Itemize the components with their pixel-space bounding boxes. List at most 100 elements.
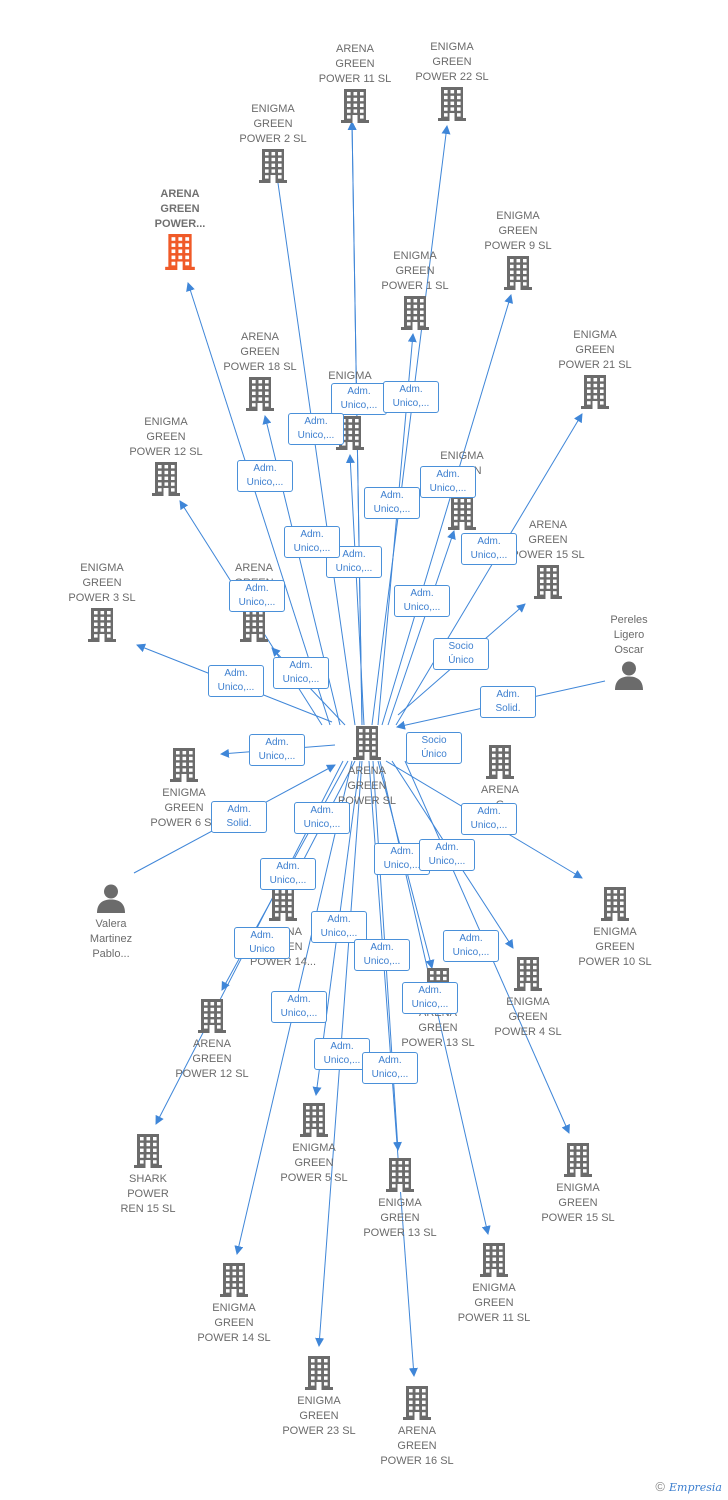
- edge-center-eg22: [371, 125, 451, 726]
- edge-label[interactable]: Adm. Unico,...: [249, 734, 305, 766]
- edge-label[interactable]: Adm. Unico,...: [260, 858, 316, 890]
- node-eg3[interactable]: ENIGMA GREEN POWER 3 SL: [47, 561, 157, 642]
- node-label[interactable]: ENIGMA GREEN POWER 1 SL: [381, 250, 449, 292]
- node-eg1[interactable]: ENIGMA GREEN POWER 1 SL: [360, 249, 470, 330]
- building-icon: [480, 1243, 508, 1277]
- node-center[interactable]: ARENA GREEN POWER SL: [312, 726, 422, 809]
- edge-label[interactable]: Adm. Unico,...: [402, 982, 458, 1014]
- node-label[interactable]: ENIGMA GREEN POWER 9 SL: [484, 210, 552, 252]
- node-label[interactable]: ENIGMA GREEN POWER 11 SL: [457, 1282, 531, 1324]
- node-label[interactable]: ARENA GREEN POWER 12 SL: [175, 1038, 249, 1080]
- building-icon: [534, 565, 562, 599]
- edge-label[interactable]: Adm. Unico,...: [394, 585, 450, 617]
- node-eg6[interactable]: ENIGMA GREEN POWER 6 SL: [129, 748, 239, 831]
- edge-center-eg9: [381, 294, 514, 726]
- edge-label[interactable]: Adm. Unico,...: [208, 665, 264, 697]
- building-icon: [300, 1103, 328, 1137]
- node-label[interactable]: ARENA GREEN POWER 11 SL: [318, 43, 392, 85]
- node-eg11[interactable]: ENIGMA GREEN POWER 11 SL: [439, 1243, 549, 1326]
- node-ag15[interactable]: ARENA GREEN POWER 15 SL: [493, 518, 603, 599]
- node-eg5[interactable]: ENIGMA GREEN POWER 5 SL: [259, 1103, 369, 1186]
- building-icon: [240, 608, 268, 642]
- building-icon: [504, 256, 532, 290]
- edge-center-focus: [186, 282, 331, 726]
- node-eg23[interactable]: ENIGMA GREEN POWER 23 SL: [264, 1356, 374, 1439]
- node-label[interactable]: ENIGMA GREEN POWER 13 SL: [363, 1197, 437, 1239]
- node-ag11[interactable]: ARENA GREEN POWER 11 SL: [300, 42, 410, 123]
- building-highlight-icon: [165, 234, 195, 270]
- brand-logo[interactable]: Empresia: [669, 1481, 722, 1494]
- node-pereles[interactable]: Pereles Ligero Oscar: [574, 613, 684, 690]
- node-focus[interactable]: ARENA GREEN POWER...: [125, 187, 235, 270]
- node-label[interactable]: ARENA GREEN POWER 15 SL: [511, 519, 585, 561]
- edge-label[interactable]: Socio Único: [433, 638, 489, 670]
- edge-label[interactable]: Adm. Unico,...: [271, 991, 327, 1023]
- edge-label[interactable]: Adm. Solid.: [480, 686, 536, 718]
- node-label[interactable]: ENIGMA GREEN POWER 6 SL: [150, 787, 217, 829]
- edge-label[interactable]: Adm. Unico,...: [229, 580, 285, 612]
- edge-label[interactable]: Adm. Unico,...: [461, 533, 517, 565]
- node-label[interactable]: ENIGMA GREEN POWER 3 SL: [68, 562, 136, 604]
- node-label[interactable]: ENIGMA GREEN POWER 23 SL: [282, 1395, 356, 1437]
- edge-label[interactable]: Adm. Unico,...: [284, 526, 340, 558]
- edge-center-egx: [345, 454, 365, 726]
- node-eg21[interactable]: ENIGMA GREEN POWER 21 SL: [540, 328, 650, 409]
- edge-label[interactable]: Adm. Unico,...: [311, 911, 367, 943]
- node-label[interactable]: Pereles Ligero Oscar: [610, 614, 648, 656]
- node-label[interactable]: ENIGMA GREEN POWER 14 SL: [197, 1302, 271, 1344]
- building-icon: [259, 149, 287, 183]
- building-icon: [353, 726, 381, 760]
- edge-label[interactable]: Adm. Unico,...: [273, 657, 329, 689]
- node-valera[interactable]: Valera Martinez Pablo...: [56, 883, 166, 962]
- edge-label[interactable]: Adm. Unico,...: [354, 939, 410, 971]
- building-icon: [514, 957, 542, 991]
- node-eg10[interactable]: ENIGMA GREEN POWER 10 SL: [560, 887, 670, 970]
- edge-label[interactable]: Adm. Unico,...: [237, 460, 293, 492]
- node-label[interactable]: ENIGMA GREEN POWER 5 SL: [280, 1142, 348, 1184]
- edge-label[interactable]: Adm. Unico,...: [461, 803, 517, 835]
- node-label[interactable]: ARENA GREEN POWER SL: [337, 765, 397, 807]
- node-label[interactable]: ENIGMA GREEN POWER 4 SL: [494, 996, 562, 1038]
- node-eg14[interactable]: ENIGMA GREEN POWER 14 SL: [179, 1263, 289, 1346]
- node-label[interactable]: ARENA GREEN POWER...: [154, 188, 206, 230]
- copyright-icon: ©: [655, 1479, 665, 1494]
- node-eg4[interactable]: ENIGMA GREEN POWER 4 SL: [473, 957, 583, 1040]
- edge-label[interactable]: Adm. Unico,...: [443, 930, 499, 962]
- edge-label[interactable]: Adm. Unico,...: [288, 413, 344, 445]
- edge-label[interactable]: Adm. Unico,...: [420, 466, 476, 498]
- node-label[interactable]: ENIGMA GREEN POWER 2 SL: [239, 103, 307, 145]
- edge-label[interactable]: Adm. Solid.: [211, 801, 267, 833]
- edge-label[interactable]: Adm. Unico,...: [314, 1038, 370, 1070]
- node-label[interactable]: ENIGMA GREEN POWER 10 SL: [578, 926, 652, 968]
- node-label[interactable]: ARENA GREEN POWER 16 SL: [380, 1425, 454, 1467]
- edge-label[interactable]: Adm. Unico,...: [383, 381, 439, 413]
- node-label[interactable]: SHARK POWER REN 15 SL: [120, 1173, 176, 1215]
- edge-label[interactable]: Adm. Unico,...: [362, 1052, 418, 1084]
- edge-label[interactable]: Adm. Unico,...: [419, 839, 475, 871]
- edge-label[interactable]: Adm. Unico: [234, 927, 290, 959]
- person-icon: [96, 883, 126, 913]
- node-eg15[interactable]: ENIGMA GREEN POWER 15 SL: [523, 1143, 633, 1226]
- edge-label[interactable]: Adm. Unico,...: [364, 487, 420, 519]
- building-icon: [486, 745, 514, 779]
- node-label[interactable]: ARENA GREEN POWER 18 SL: [223, 331, 297, 373]
- node-label[interactable]: ENIGMA GREEN POWER 21 SL: [558, 329, 632, 371]
- node-shark[interactable]: SHARK POWER REN 15 SL: [93, 1134, 203, 1217]
- node-label[interactable]: ENIGMA GREEN POWER 12 SL: [129, 416, 203, 458]
- edge-label[interactable]: Adm. Unico,...: [331, 383, 387, 415]
- node-label[interactable]: Valera Martinez Pablo...: [89, 918, 133, 960]
- node-eg9[interactable]: ENIGMA GREEN POWER 9 SL: [463, 209, 573, 290]
- node-ag12[interactable]: ARENA GREEN POWER 12 SL: [157, 999, 267, 1082]
- node-ag18[interactable]: ARENA GREEN POWER 18 SL: [205, 330, 315, 411]
- node-label[interactable]: ENIGMA GREEN POWER 15 SL: [541, 1182, 615, 1224]
- node-label[interactable]: ENIGMA GREEN POWER 22 SL: [415, 41, 489, 83]
- node-eg2[interactable]: ENIGMA GREEN POWER 2 SL: [218, 102, 328, 183]
- node-eg13[interactable]: ENIGMA GREEN POWER 13 SL: [345, 1158, 455, 1241]
- node-eg12[interactable]: ENIGMA GREEN POWER 12 SL: [111, 415, 221, 496]
- building-icon: [438, 87, 466, 121]
- edge-label[interactable]: Adm. Unico,...: [294, 802, 350, 834]
- edge-label[interactable]: Socio Único: [406, 732, 462, 764]
- node-ag16[interactable]: ARENA GREEN POWER 16 SL: [362, 1386, 472, 1469]
- node-eg22[interactable]: ENIGMA GREEN POWER 22 SL: [397, 40, 507, 121]
